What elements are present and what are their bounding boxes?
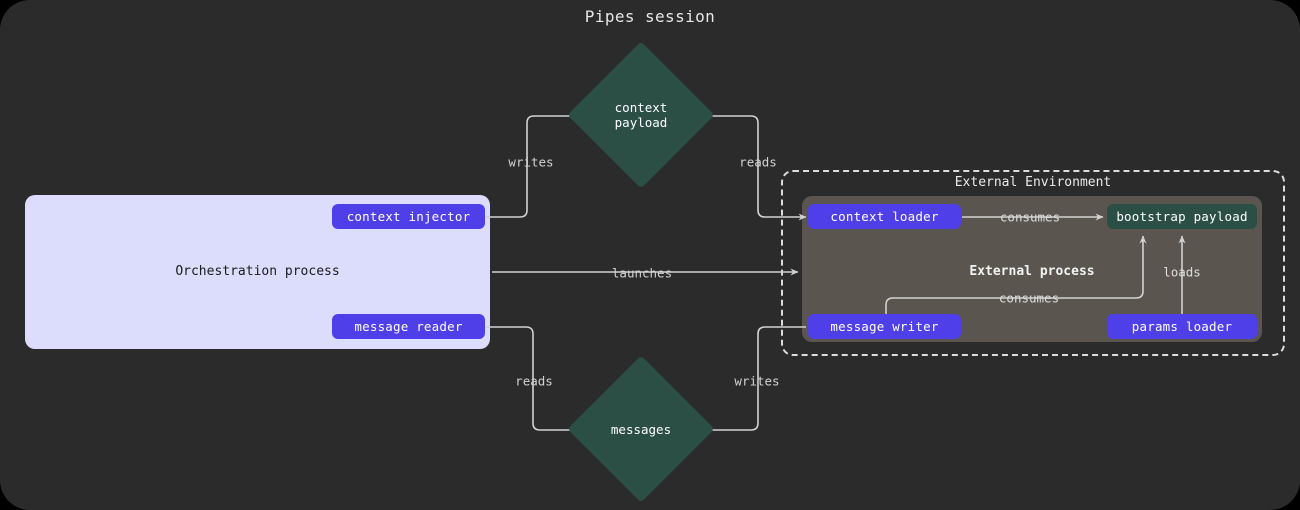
- edge-label-launches: launches: [611, 265, 673, 281]
- edge-label-writes-messages: writes: [734, 373, 780, 389]
- edge-label-consumes-messages: consumes: [998, 290, 1060, 306]
- cluster-external-environment: [781, 170, 1285, 356]
- cluster-orchestration-process-label: Orchestration process: [175, 264, 340, 279]
- node-context-injector[interactable]: context injector: [332, 204, 485, 229]
- edge-label-reads-context: reads: [739, 154, 777, 170]
- edge-label-loads-params: loads: [1163, 264, 1201, 280]
- node-bootstrap-payload[interactable]: bootstrap payload: [1107, 204, 1257, 229]
- edge-label-consumes-context: consumes: [999, 209, 1061, 225]
- node-params-loader[interactable]: params loader: [1107, 314, 1257, 339]
- node-context-payload-label: context payload: [614, 100, 668, 130]
- node-message-writer[interactable]: message writer: [808, 314, 961, 339]
- edge-label-reads-messages: reads: [515, 373, 553, 389]
- node-message-reader[interactable]: message reader: [332, 314, 485, 339]
- cluster-external-environment-label: External Environment: [954, 175, 1112, 190]
- edge-label-writes-context: writes: [508, 154, 554, 170]
- node-messages-label: messages: [610, 422, 672, 437]
- page-title: Pipes session: [584, 7, 716, 26]
- node-context-loader[interactable]: context loader: [808, 204, 961, 229]
